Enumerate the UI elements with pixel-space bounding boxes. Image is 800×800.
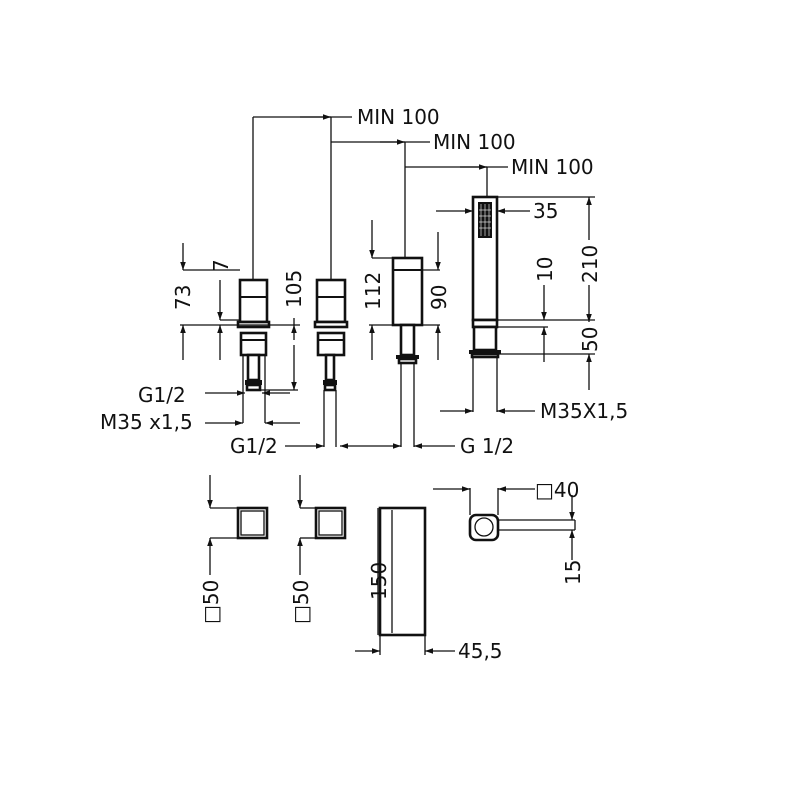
- dim-15: 15: [561, 560, 585, 585]
- dim-square-40: □40: [535, 478, 579, 502]
- handshower-dimensions: 35 210 10 50 M35X1,5: [436, 196, 628, 423]
- dim-square-50-2: □50: [289, 580, 313, 624]
- valve-2-elevation: [313, 278, 349, 392]
- dim-10: 10: [533, 257, 557, 282]
- thread-g12-valve-2: G1/2: [230, 434, 278, 458]
- dim-105: 105: [282, 270, 306, 308]
- dim-73: 73: [171, 285, 195, 310]
- min-spacing-dimensions: MIN 100 MIN 100 MIN 100: [252, 105, 594, 300]
- spout-dimensions: 112 90 G 1/2: [340, 220, 514, 458]
- spout-elevation: [391, 256, 424, 365]
- dim-7: 7: [209, 259, 233, 272]
- min-spacing-label-1: MIN 100: [357, 105, 440, 129]
- dim-square-50-1: □50: [199, 580, 223, 624]
- plan-view: □50 □50 150 45,5 □40 15: [199, 475, 585, 663]
- dim-150: 150: [367, 562, 391, 600]
- dim-210: 210: [578, 245, 602, 283]
- valve-dimensions: 73 7 105 G1/2 M35 x1,5 G1/2: [100, 243, 337, 458]
- thread-g12-spout: G 1/2: [460, 434, 514, 458]
- dim-112: 112: [361, 272, 385, 310]
- thread-g12-left: G1/2: [138, 383, 186, 407]
- min-spacing-label-2: MIN 100: [433, 130, 516, 154]
- dim-50-holder: 50: [578, 327, 602, 352]
- dim-90: 90: [427, 285, 451, 310]
- dim-45-5: 45,5: [458, 639, 503, 663]
- thread-m35-valve: M35 x1,5: [100, 410, 193, 434]
- thread-m35-handshower: M35X1,5: [540, 399, 628, 423]
- dim-35: 35: [533, 199, 558, 223]
- min-spacing-label-3: MIN 100: [511, 155, 594, 179]
- handshower-elevation: [469, 195, 501, 359]
